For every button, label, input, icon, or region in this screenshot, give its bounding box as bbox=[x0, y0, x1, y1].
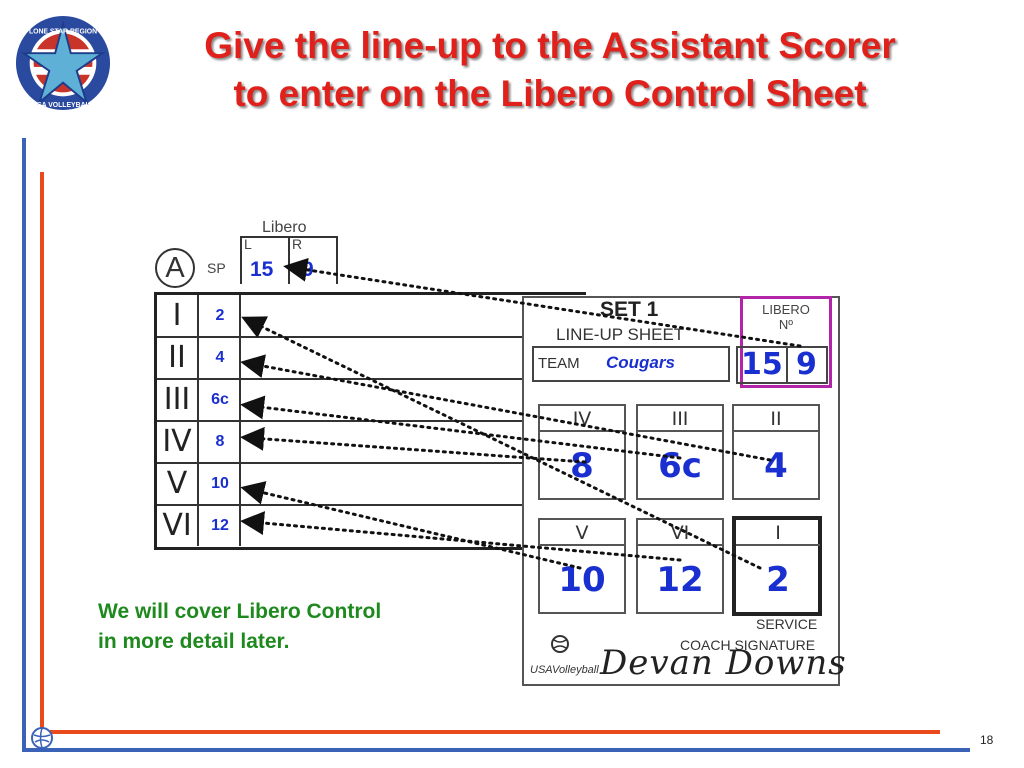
lone-star-region-logo: LONE STAR REGION USA VOLLEYBALL bbox=[15, 15, 111, 111]
position-player: 4 bbox=[764, 446, 788, 486]
rotation-player: 8 bbox=[201, 421, 241, 462]
position-player: 6c bbox=[658, 446, 702, 486]
libero-r-label: R bbox=[292, 236, 303, 252]
service-label: SERVICE bbox=[756, 616, 818, 632]
rotation-player: 10 bbox=[201, 463, 241, 504]
coach-signature-label: COACH SIGNATURE bbox=[680, 637, 816, 653]
volleyball-icon bbox=[31, 727, 53, 749]
position-cell-iv: IV 8 bbox=[538, 404, 626, 500]
set-title: SET 1 bbox=[600, 298, 659, 321]
rotation-player: 4 bbox=[201, 337, 241, 378]
rotation-roman: II bbox=[157, 337, 199, 378]
position-player: 2 bbox=[766, 560, 790, 600]
rotation-player: 2 bbox=[201, 295, 241, 336]
title-line-1: Give the line-up to the Assistant Scorer bbox=[204, 25, 896, 66]
frame-line-red-vertical bbox=[40, 172, 44, 734]
team-name: Cougars bbox=[606, 353, 675, 372]
logo-top-text: LONE STAR REGION bbox=[29, 29, 97, 36]
position-roman: IV bbox=[540, 406, 624, 432]
position-roman: I bbox=[736, 520, 820, 546]
libero-number-2: 9 bbox=[796, 347, 817, 382]
table-row: VI 12 bbox=[157, 505, 589, 548]
libero-number-divider bbox=[786, 346, 788, 384]
page-number: 18 bbox=[980, 733, 994, 747]
logo-bottom-text: USA VOLLEYBALL bbox=[32, 102, 94, 109]
position-cell-ii: II 4 bbox=[732, 404, 820, 500]
note-text: We will cover Libero Control in more det… bbox=[98, 597, 518, 657]
frame-line-blue-horizontal bbox=[22, 748, 970, 752]
sp-label: SP bbox=[207, 260, 226, 276]
libero-number-label: LIBERO Nº bbox=[762, 302, 810, 332]
position-cell-v: V 10 bbox=[538, 518, 626, 614]
position-cell-vi: VI 12 bbox=[636, 518, 724, 614]
position-roman: II bbox=[734, 406, 818, 432]
libero-l-value: 15 bbox=[250, 258, 274, 281]
usa-volleyball-brand: USAVolleyball bbox=[530, 664, 599, 676]
frame-line-red-horizontal bbox=[40, 730, 940, 734]
rotation-roman: III bbox=[157, 379, 199, 420]
rotation-player: 12 bbox=[201, 505, 241, 546]
rotation-roman: IV bbox=[157, 421, 199, 462]
rotation-roman: VI bbox=[157, 505, 199, 546]
position-player: 8 bbox=[570, 446, 594, 486]
rotation-roman: I bbox=[157, 295, 199, 336]
libero-header-label: Libero bbox=[262, 219, 307, 236]
usa-volleyball-icon bbox=[551, 635, 569, 653]
title-line-2: to enter on the Libero Control Sheet bbox=[233, 73, 867, 114]
lineup-sheet-label: LINE-UP SHEET bbox=[556, 325, 685, 344]
note-line-1: We will cover Libero Control bbox=[98, 600, 382, 623]
libero-r-value: 9 bbox=[302, 258, 314, 281]
position-cell-iii: III 6c bbox=[636, 404, 724, 500]
rotation-player: 6c bbox=[201, 379, 241, 420]
rotation-roman: V bbox=[157, 463, 199, 504]
position-player: 12 bbox=[656, 560, 704, 600]
position-player: 10 bbox=[558, 560, 606, 600]
coach-signature: Devan Downs bbox=[600, 643, 847, 683]
frame-line-blue-vertical bbox=[22, 138, 26, 750]
libero-number-1: 15 bbox=[741, 347, 783, 382]
position-roman: III bbox=[638, 406, 722, 432]
team-label: TEAM bbox=[538, 355, 580, 372]
libero-divider bbox=[288, 236, 290, 284]
note-line-2: in more detail later. bbox=[98, 630, 290, 653]
team-letter-circle: A bbox=[155, 248, 195, 288]
slide-title: Give the line-up to the Assistant Scorer… bbox=[100, 22, 1000, 118]
position-cell-i-service: I 2 bbox=[732, 516, 822, 616]
libero-l-label: L bbox=[244, 236, 252, 252]
position-roman: V bbox=[540, 520, 624, 546]
position-roman: VI bbox=[638, 520, 722, 546]
